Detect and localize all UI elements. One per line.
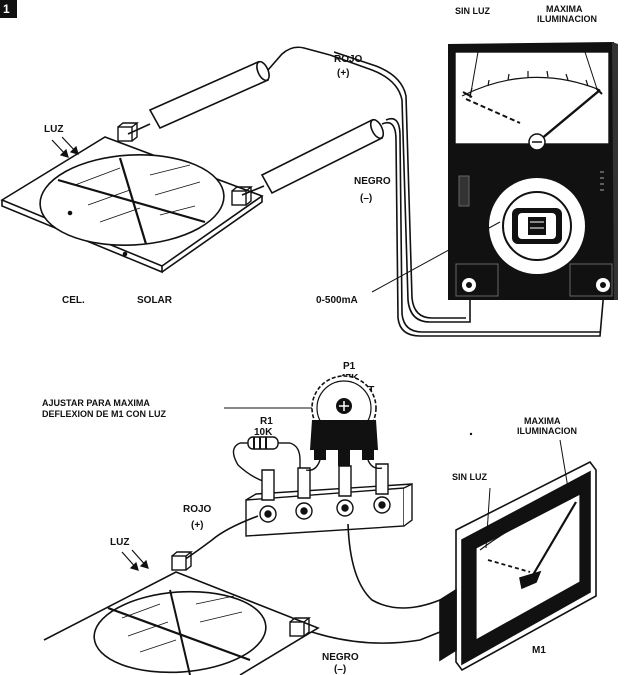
label-maxima-top: MAXIMA [546,4,583,14]
label-p1: P1 [343,361,356,372]
label-negro-bottom: NEGRO [322,652,359,663]
multimeter [448,42,618,300]
label-maxima-bottom: MAXIMA [524,416,561,426]
solar-panel-top [0,136,264,274]
label-minus-bottom: (–) [334,664,346,675]
light-arrows-top [51,136,79,158]
panel-meter-m1 [439,439,597,672]
light-arrows-bottom [121,549,149,571]
label-iluminacion-bottom: ILUMINACION [517,426,577,436]
bottom-diagram: P1 47K TRIM-POT AJUSTAR PARA MAXIMA DEFL… [42,361,597,675]
label-m1: M1 [532,645,546,656]
label-luz-bottom: LUZ [110,537,129,548]
label-ajustar-line1: AJUSTAR PARA MAXIMA [42,398,150,408]
label-rojo-bottom: ROJO [183,504,212,515]
top-leader-lines [371,221,501,293]
label-ajustar-line2: DEFLEXION DE M1 CON LUZ [42,409,167,419]
figure-number: 1 [3,2,10,16]
test-leads-top [329,51,605,337]
solar-panel-bottom [43,571,320,675]
trim-pot-p1 [310,375,378,466]
label-plus-bottom: (+) [191,520,204,531]
terminal-clip-bottom-left [171,551,193,571]
label-iluminacion-top: ILUMINACION [537,14,597,24]
probe-black-top [241,118,385,196]
label-solar: SOLAR [137,295,173,306]
terminal-clip-bottom-right [289,617,311,637]
top-diagram: LUZ [0,4,618,337]
label-cel: CEL. [62,295,85,306]
label-range: 0-500mA [316,295,358,306]
label-plus-top: (+) [337,68,350,79]
label-minus-top: (–) [360,193,372,204]
probe-red-top [127,46,331,135]
label-r1-value: 10K [254,427,273,438]
label-sin-luz-bottom: SIN LUZ [452,472,488,482]
label-luz-top: LUZ [44,124,63,135]
resistor-r1 [232,436,301,500]
speck-dot [469,432,473,436]
terminal-clip-top-left [117,122,139,142]
label-r1: R1 [260,416,273,427]
label-rojo-top: ROJO [334,54,363,65]
label-sin-luz-top: SIN LUZ [455,6,491,16]
figure-number-badge: 1 [0,0,17,18]
terminal-strip [245,459,413,537]
label-negro-top: NEGRO [354,176,391,187]
